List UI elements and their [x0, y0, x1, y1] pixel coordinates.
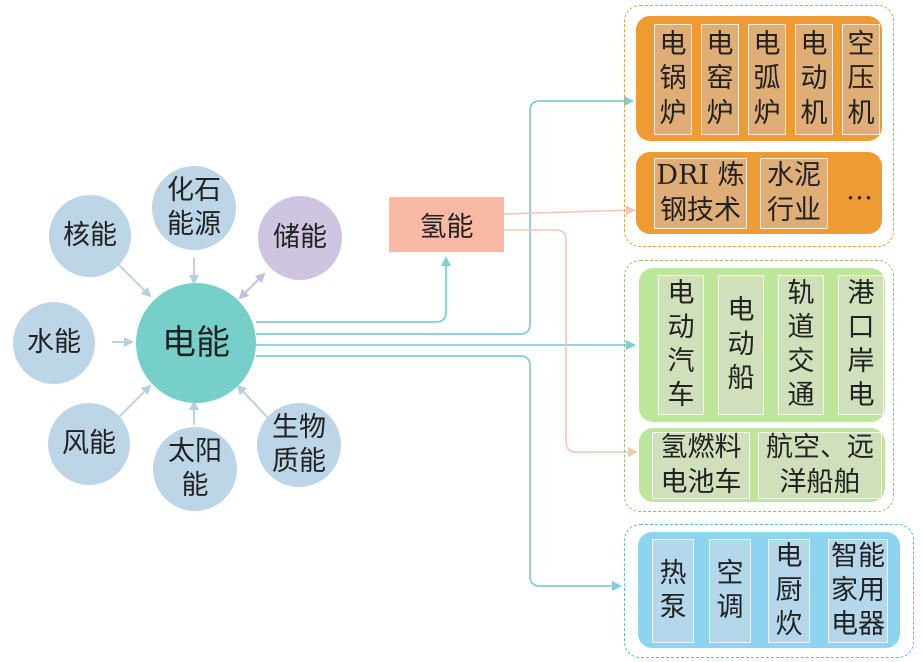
- tile-rail-transit: 轨 道 交 通: [778, 275, 824, 415]
- arrow-biomass-to-electricity: [236, 384, 269, 419]
- tile-fuel-cell-vehicle: 氢燃料 电池车: [652, 432, 750, 499]
- arrow-storage-electricity: [238, 272, 266, 300]
- node-hydropower: 水能: [13, 302, 95, 384]
- tile-electric-cooking: 电 厨 炊: [768, 539, 810, 643]
- home-group: [624, 524, 914, 658]
- node-nuclear: 核能: [49, 195, 131, 277]
- node-wind: 风能: [48, 403, 130, 485]
- node-fossil-energy: 化石 能源: [152, 166, 236, 250]
- arrow-electricity-to-industry: [256, 96, 634, 335]
- tile-electric-kiln: 电 窑 炉: [701, 24, 739, 135]
- industry-more-ellipsis: …: [846, 175, 873, 206]
- tile-aviation-ocean-shipping: 航空、远 洋船舶: [758, 432, 882, 499]
- arrow-nuclear-to-electricity: [117, 263, 152, 298]
- tile-port-shore-power: 港 口 岸 电: [838, 275, 884, 415]
- tile-electric-ship: 电 动 船: [718, 275, 764, 415]
- tile-smart-home-appliances: 智能 家用 电器: [828, 539, 888, 643]
- arrow-electricity-to-home: [256, 355, 622, 591]
- transport-group: [624, 260, 894, 512]
- tile-cement-industry: 水泥 行业: [760, 158, 828, 229]
- arrow-electricity-to-hydrogen: [256, 256, 451, 323]
- node-energy-storage: 储能: [258, 196, 342, 280]
- node-solar: 太阳 能: [153, 427, 237, 511]
- tile-air-conditioner: 空 调: [709, 539, 751, 643]
- node-biomass: 生物 质能: [257, 403, 341, 487]
- tile-electric-arc-furnace: 电 弧 炉: [748, 24, 786, 135]
- tile-heat-pump: 热 泵: [652, 539, 694, 643]
- arrow-wind-to-electricity: [117, 384, 152, 419]
- industry-group: [624, 5, 894, 247]
- tile-electric-vehicle: 电 动 汽 车: [658, 275, 704, 415]
- tile-electric-motor: 电 动 机: [795, 24, 833, 135]
- tile-dri-steelmaking: DRI 炼 钢技术: [654, 158, 747, 229]
- arrow-hydrogen-to-industry: [503, 205, 636, 216]
- node-electricity: 电能: [136, 283, 256, 403]
- tile-air-compressor: 空 压 机: [842, 24, 880, 135]
- tile-electric-boiler: 电 锅 炉: [654, 24, 692, 135]
- arrow-hydrogen-to-fuelcell: [504, 229, 638, 457]
- node-hydrogen: 氢能: [389, 197, 504, 252]
